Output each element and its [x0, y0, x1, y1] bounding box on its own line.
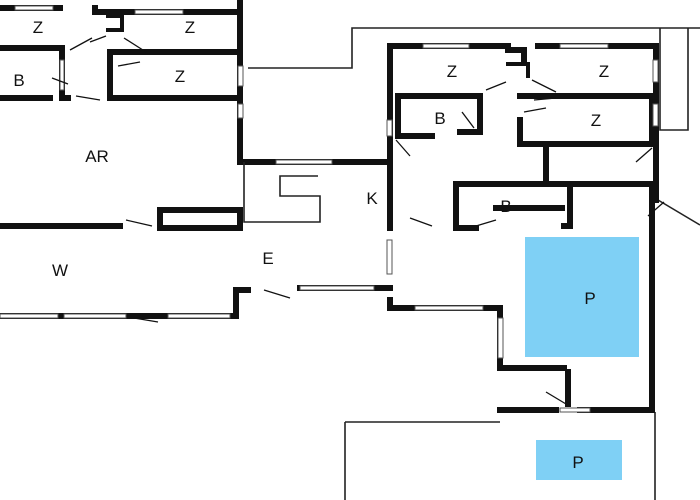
room-label-ar: AR: [85, 147, 109, 166]
pool-small: [536, 440, 622, 480]
door: [523, 107, 547, 113]
pool-large: [525, 237, 639, 357]
terrace-outline: [248, 27, 700, 500]
door: [123, 37, 147, 53]
window: [59, 59, 65, 91]
door: [133, 317, 159, 323]
door: [647, 201, 665, 217]
room-label-p: P: [584, 289, 595, 308]
window: [167, 313, 231, 319]
room-label-b: B: [500, 197, 511, 216]
door: [531, 79, 557, 93]
window: [63, 313, 127, 319]
window: [386, 119, 393, 137]
window: [652, 103, 659, 127]
door: [545, 391, 567, 405]
window: [559, 43, 609, 49]
door: [635, 147, 653, 163]
pools: [525, 237, 639, 480]
room-label-b: B: [13, 71, 24, 90]
room-label-z: Z: [185, 18, 195, 37]
room-label-z: Z: [175, 67, 185, 86]
room-label-z: Z: [33, 18, 43, 37]
room-label-z: Z: [591, 111, 601, 130]
door: [51, 77, 69, 85]
window: [497, 317, 504, 359]
room-label-w: W: [52, 261, 68, 280]
window: [414, 305, 484, 311]
window: [652, 59, 659, 83]
window: [134, 9, 184, 15]
window: [559, 407, 591, 413]
door: [89, 35, 107, 43]
door: [475, 219, 497, 227]
room-label-k: K: [366, 189, 378, 208]
window: [422, 43, 470, 49]
window: [275, 159, 333, 165]
door: [75, 95, 101, 101]
room-label-z: Z: [599, 62, 609, 81]
windows: [0, 5, 659, 413]
door: [125, 219, 153, 227]
window: [237, 65, 244, 87]
window: [0, 313, 59, 319]
door: [409, 217, 433, 227]
window: [299, 285, 375, 291]
door: [263, 289, 291, 299]
window: [14, 5, 54, 11]
door: [395, 139, 411, 157]
doors: [51, 35, 665, 405]
door: [117, 61, 141, 67]
room-label-b: B: [434, 109, 445, 128]
door: [461, 111, 475, 129]
room-label-e: E: [262, 249, 273, 268]
room-label-z: Z: [447, 62, 457, 81]
door: [485, 81, 507, 91]
window: [386, 239, 393, 275]
room-labels: Z Z B Z AR W E K Z Z B Z B P P: [13, 18, 609, 472]
door: [533, 97, 557, 101]
window: [237, 103, 244, 119]
door: [69, 37, 93, 51]
room-label-p: P: [572, 453, 583, 472]
